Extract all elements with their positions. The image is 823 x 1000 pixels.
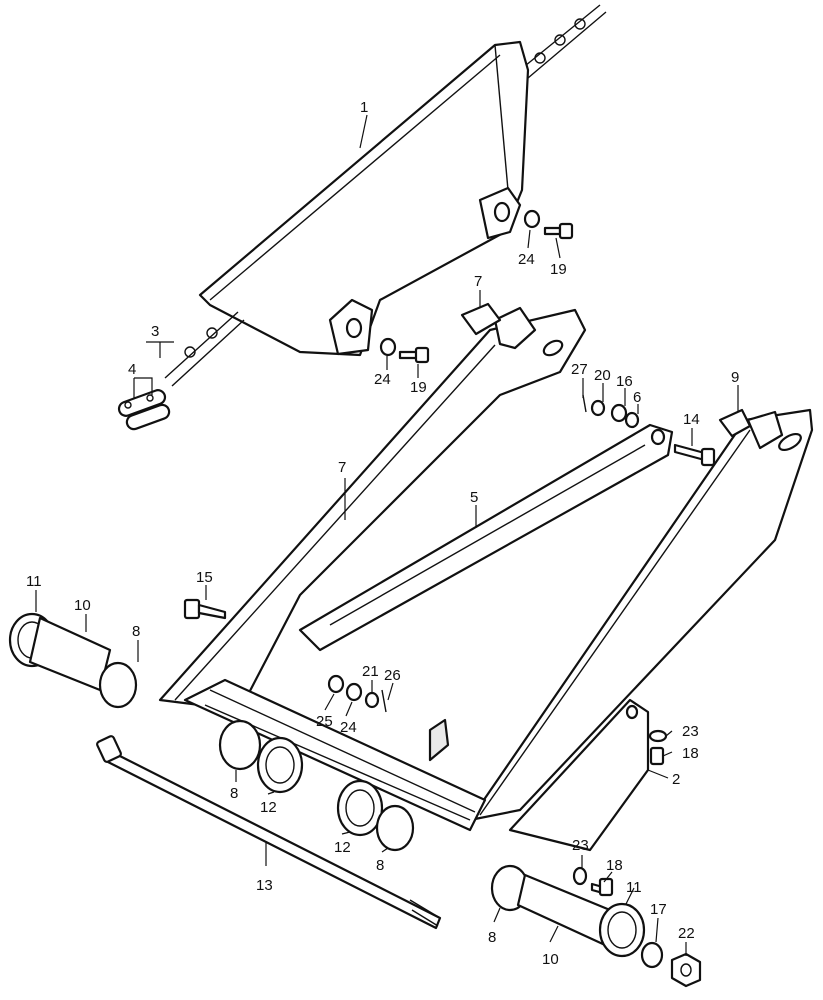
- hardware-stack-torque-link: [582, 394, 640, 429]
- callout-24-lower: 24: [374, 371, 391, 388]
- callout-12-right: 12: [334, 839, 351, 856]
- washer-24-lower: [379, 337, 397, 357]
- callout-4: 4: [128, 361, 136, 378]
- callout-8-right-outer: 8: [488, 929, 496, 946]
- washer-23-lower: [572, 866, 588, 886]
- callout-7-arm: 7: [338, 459, 346, 476]
- callout-5: 5: [470, 489, 478, 506]
- bolt-19-lower: [398, 346, 430, 364]
- callout-labels: 1 24 19 3 4 24 19 7 7 5 27 20 16 6 9 14 …: [26, 99, 739, 968]
- callout-15: 15: [196, 569, 213, 586]
- callout-2: 2: [672, 771, 680, 788]
- pivot-dust-seal-cap-right: [598, 902, 646, 958]
- callout-24-brake: 24: [340, 719, 357, 736]
- callout-25: 25: [316, 713, 333, 730]
- callout-18-lower: 18: [606, 857, 623, 874]
- chain-case: [198, 40, 530, 357]
- washer-24-upper: [523, 209, 541, 229]
- bolt-14: [673, 443, 716, 467]
- callout-19-upper: 19: [550, 261, 567, 278]
- torque-link: [298, 423, 674, 652]
- callout-9: 9: [731, 369, 739, 386]
- callout-16: 16: [616, 373, 633, 390]
- callout-14: 14: [683, 411, 700, 428]
- pivot-collar-left: [28, 616, 112, 692]
- callout-8-left-inner: 8: [230, 785, 238, 802]
- callout-11-right: 11: [626, 879, 642, 896]
- drive-chain-upper: [519, 4, 607, 79]
- callout-8-right-inner: 8: [376, 857, 384, 874]
- chain-master-link: [117, 389, 171, 431]
- pivot-seal-right: [336, 779, 384, 837]
- callout-27: 27: [571, 361, 588, 378]
- hardware-stack-brake-mount: [327, 674, 387, 713]
- callout-23-lower: 23: [572, 837, 589, 854]
- callout-17: 17: [650, 901, 667, 918]
- swingarm-right-arm: [468, 408, 814, 822]
- drive-chain-lower: [164, 311, 245, 387]
- pivot-bushing-left-inner: [218, 719, 262, 771]
- callout-6: 6: [633, 389, 641, 406]
- bolt-19-upper: [543, 222, 574, 240]
- callout-22: 22: [678, 925, 695, 942]
- callout-10-left: 10: [74, 597, 91, 614]
- pivot-bushing-left-outer: [98, 661, 138, 709]
- callout-24-upper: 24: [518, 251, 535, 268]
- callout-12-left: 12: [260, 799, 277, 816]
- bolt-15: [183, 598, 227, 620]
- pivot-seal-left: [256, 736, 304, 794]
- callout-19-lower: 19: [410, 379, 427, 396]
- callout-7-upper: 7: [474, 273, 482, 290]
- callout-3: 3: [151, 323, 159, 340]
- leader-lines: [35, 114, 739, 956]
- callout-26: 26: [384, 667, 401, 684]
- callout-13: 13: [256, 877, 273, 894]
- callout-23-upper: 23: [682, 723, 699, 740]
- bolt-18-lower: [590, 877, 614, 897]
- swingarm-left-arm: [158, 302, 587, 712]
- callout-1: 1: [360, 99, 368, 116]
- brake-cover: [508, 698, 650, 852]
- washer-17: [640, 941, 664, 969]
- callout-10-right: 10: [542, 951, 559, 968]
- pivot-bolt: [96, 735, 442, 930]
- callout-8-left-outer: 8: [132, 623, 140, 640]
- callout-18-upper: 18: [682, 745, 699, 762]
- callout-20: 20: [594, 367, 611, 384]
- bolt-18-upper: [649, 746, 665, 766]
- washer-23-upper: [648, 729, 668, 743]
- callout-21: 21: [362, 663, 379, 680]
- pivot-bushing-right-inner: [375, 804, 415, 852]
- nut-22: [670, 952, 702, 988]
- callout-11-left: 11: [26, 573, 42, 590]
